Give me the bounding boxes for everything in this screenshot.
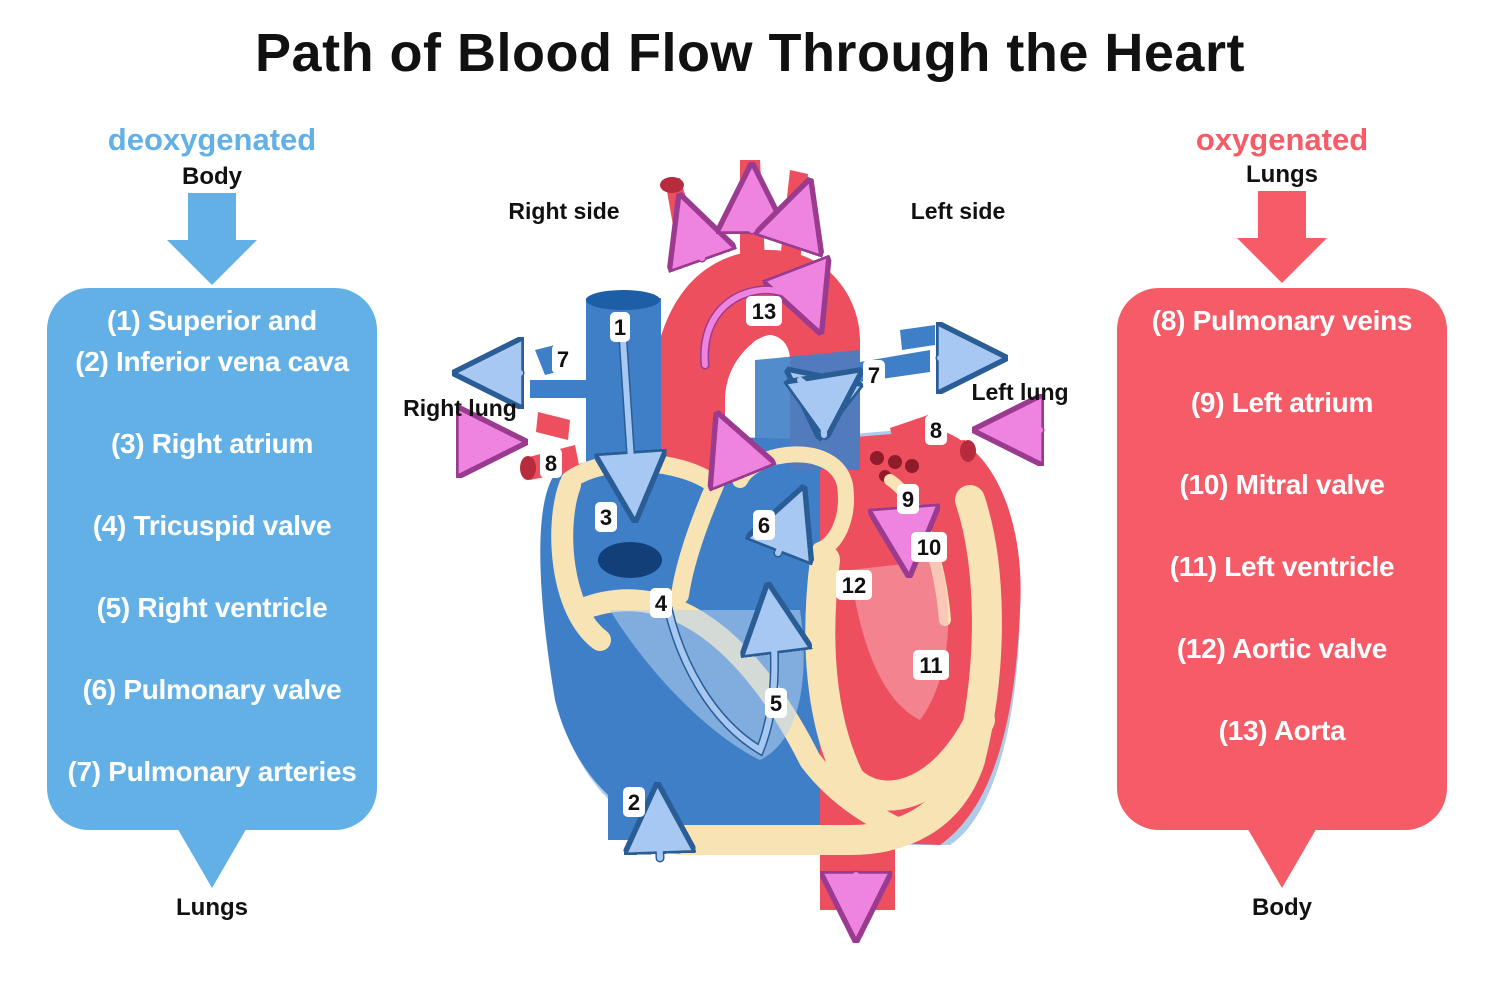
right-box-pointer-icon <box>1246 826 1318 888</box>
deoxygenated-heading: deoxygenated <box>107 122 317 157</box>
svg-text:9: 9 <box>902 487 914 512</box>
tricuspid-opening <box>598 542 662 578</box>
left-down-arrow-icon <box>167 193 257 285</box>
step-markers: 1 2 3 4 5 6 7 7 8 8 9 10 11 12 13 <box>540 296 949 817</box>
right-side-label: Right side <box>508 198 619 224</box>
oxygenated-flow-arrows <box>462 180 1045 925</box>
oxygenated-steps-box: (8) Pulmonary veins (9) Left atrium (10)… <box>1117 288 1447 830</box>
page-title: Path of Blood Flow Through the Heart <box>255 23 1245 83</box>
step-item: (2) Inferior vena cava <box>75 346 349 377</box>
svg-text:12: 12 <box>842 573 866 598</box>
pulmonary-veins <box>520 412 976 482</box>
step-item: (3) Right atrium <box>110 428 314 459</box>
left-destination-label: Lungs <box>176 894 248 921</box>
left-box-pointer-icon <box>176 826 248 888</box>
svg-text:5: 5 <box>770 691 782 716</box>
step-item: (4) Tricuspid valve <box>92 510 332 541</box>
marker-7a: 7 <box>552 344 574 374</box>
svg-text:8: 8 <box>545 451 557 476</box>
oxygenated-heading: oxygenated <box>1195 122 1369 157</box>
right-lung-label: Right lung <box>403 395 517 421</box>
marker-1: 1 <box>610 312 630 342</box>
step-item: (13) Aorta <box>1218 715 1346 746</box>
marker-9: 9 <box>897 484 919 514</box>
pulmonary-artery-right <box>530 380 586 398</box>
svg-text:1: 1 <box>614 315 626 340</box>
marker-8b: 8 <box>925 415 947 445</box>
step-item: (11) Left ventricle <box>1169 551 1395 582</box>
marker-5: 5 <box>765 688 787 718</box>
marker-13: 13 <box>746 296 782 326</box>
step-item: (10) Mitral valve <box>1179 469 1385 500</box>
step-item: (6) Pulmonary valve <box>82 674 342 705</box>
svg-text:13: 13 <box>752 299 776 324</box>
svg-text:7: 7 <box>868 363 880 388</box>
svg-text:11: 11 <box>919 653 942 678</box>
marker-7b: 7 <box>863 360 885 390</box>
step-item: (1) Superior and <box>107 305 317 336</box>
right-down-arrow-icon <box>1237 191 1327 283</box>
svg-text:2: 2 <box>628 790 640 815</box>
heart-diagram: Right side Left side Right lung Left lun… <box>403 160 1069 970</box>
step-item: (7) Pulmonary arteries <box>67 756 357 787</box>
step-item: (5) Right ventricle <box>96 592 328 623</box>
deoxygenated-steps-box: (1) Superior and (2) Inferior vena cava … <box>47 288 377 830</box>
right-destination-label: Body <box>1252 894 1312 921</box>
marker-12: 12 <box>836 570 872 600</box>
svg-text:4: 4 <box>655 591 668 616</box>
marker-11: 11 <box>913 650 949 680</box>
marker-3: 3 <box>595 502 617 532</box>
svg-text:7: 7 <box>557 347 569 372</box>
right-source-label: Lungs <box>1246 161 1318 188</box>
step-item: (9) Left atrium <box>1190 387 1374 418</box>
svg-text:10: 10 <box>917 535 941 560</box>
marker-6: 6 <box>753 510 775 540</box>
left-source-label: Body <box>182 163 242 190</box>
marker-8a: 8 <box>540 448 562 478</box>
marker-10: 10 <box>911 532 947 562</box>
step-item: (12) Aortic valve <box>1176 633 1388 664</box>
marker-4: 4 <box>650 588 672 618</box>
svg-text:3: 3 <box>600 505 612 530</box>
step-item: (8) Pulmonary veins <box>1151 305 1413 336</box>
deoxygenated-flow-arrows <box>470 320 990 863</box>
svg-text:6: 6 <box>758 513 770 538</box>
left-side-label: Left side <box>911 198 1006 224</box>
svg-text:8: 8 <box>930 418 942 443</box>
marker-2: 2 <box>623 787 645 817</box>
left-lung-label: Left lung <box>971 379 1068 405</box>
